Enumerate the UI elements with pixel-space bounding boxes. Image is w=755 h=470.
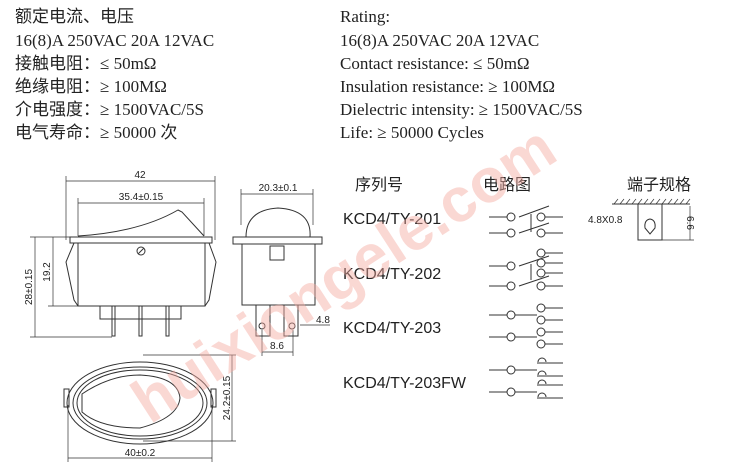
spec-cn-title: 额定电流、电压: [15, 7, 134, 26]
side-dimensions: 20.3±0.1 4.8 8.6: [240, 183, 330, 356]
terminal-spec: 4.8X0.8 6.6: [588, 198, 695, 241]
terminal-length: 6.6: [684, 216, 695, 230]
dim-width-total: 42: [134, 170, 146, 181]
header-circuit: 电路图: [483, 176, 531, 194]
spec-en-title: Rating:: [340, 7, 390, 26]
model-name: KCD4/TY-202: [343, 266, 441, 283]
header-terminal: 端子规格: [627, 176, 691, 194]
model-name: KCD4/TY-203FW: [343, 375, 467, 392]
spec-cn-dielectric: 介电强度：≥ 1500VAC/5S: [15, 100, 204, 119]
dim-height-total: 28±0.15: [24, 269, 35, 306]
spec-cn-life: 电气寿命：≥ 50000 次: [15, 123, 177, 142]
dim-terminal-gap: 4.8: [316, 315, 330, 326]
circuit-203: [489, 303, 563, 349]
spec-en-insulation: Insulation resistance: ≥ 100MΩ: [340, 77, 555, 96]
circuit-201: [489, 205, 563, 238]
side-view: [232, 207, 323, 337]
dim-oval-height: 24.2±0.15: [222, 375, 233, 420]
spec-en-contact: Contact resistance: ≤ 50mΩ: [340, 54, 530, 73]
spec-cn-rating: 16(8)A 250VAC 20A 12VAC: [15, 31, 214, 50]
header-serial: 序列号: [355, 176, 403, 194]
dim-terminal-pitch: 8.6: [270, 341, 284, 352]
spec-en-life: Life: ≥ 50000 Cycles: [340, 123, 484, 142]
front-view: [65, 209, 217, 337]
model-name: KCD4/TY-203: [343, 320, 441, 337]
top-oval-view: 40±0.2 24.2±0.15: [63, 354, 236, 462]
circuit-203fw: [489, 357, 563, 399]
spec-en-rating: 16(8)A 250VAC 20A 12VAC: [340, 31, 539, 50]
dim-side-width: 20.3±0.1: [259, 183, 298, 194]
front-dimensions: 42 35.4±0.15 28±0.15 19.2: [24, 170, 216, 338]
circuit-202: [489, 248, 563, 291]
dim-oval-width: 40±0.2: [125, 448, 156, 459]
dim-width-rocker: 35.4±0.15: [119, 192, 164, 203]
spec-en-dielectric: Dielectric intensity: ≥ 1500VAC/5S: [340, 100, 583, 119]
spec-cn-insulation: 绝缘电阻：≥ 100MΩ: [15, 77, 167, 96]
model-name: KCD4/TY-201: [343, 211, 441, 228]
dim-height-body: 19.2: [42, 262, 53, 282]
terminal-size: 4.8X0.8: [588, 215, 623, 226]
spec-cn-contact: 接触电阻：≤ 50mΩ: [15, 54, 156, 73]
